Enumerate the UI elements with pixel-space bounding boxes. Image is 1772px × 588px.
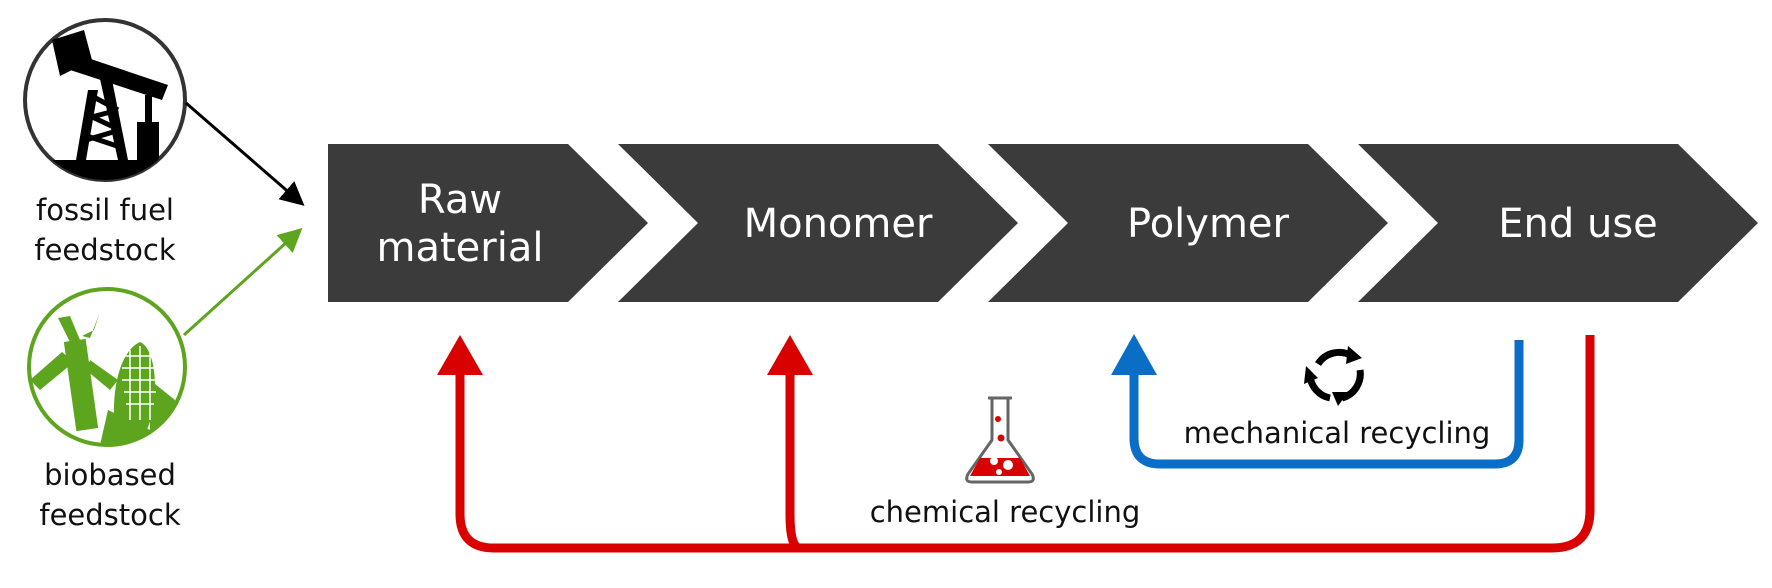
step-chevron-polymer [988,144,1388,302]
mechanical-recycling-arrow [1129,340,1524,469]
step-label-raw-material-line1: Raw [418,177,502,223]
oil-pump-icon [23,18,187,182]
step-chevron-monomer [618,144,1018,302]
recycle-arrowheads [1304,346,1362,406]
fossil-label-line2: feedstock [34,233,176,267]
chemical-recycling-arrow [455,335,1595,553]
fossil-label-line1: fossil fuel [36,193,174,227]
step-label-raw-material-line2: material [377,225,544,271]
chemical-recycling-label: chemical recycling [870,495,1141,529]
crops-icon [27,287,187,447]
biobased-arrow [182,227,303,337]
fossil-feedstock-label: fossil fuel feedstock [15,190,195,270]
step-label-polymer: Polymer [1127,201,1290,247]
step-label-monomer: Monomer [744,201,933,247]
arrowhead-monomer [767,335,813,375]
biobased-label-line1: biobased [44,458,176,492]
fossil-arrow [185,101,305,206]
flask-icon [965,396,1035,484]
arrowhead-raw-material [437,335,483,375]
mechanical-recycling-label: mechanical recycling [1184,416,1491,450]
step-chevron-end-use [1358,144,1758,302]
biobased-feedstock-label: biobased feedstock [20,455,200,535]
arrowhead-polymer [1111,334,1157,375]
step-chevron-raw-material [328,144,648,302]
biobased-label-line2: feedstock [39,498,181,532]
step-label-end-use: End use [1498,201,1658,247]
